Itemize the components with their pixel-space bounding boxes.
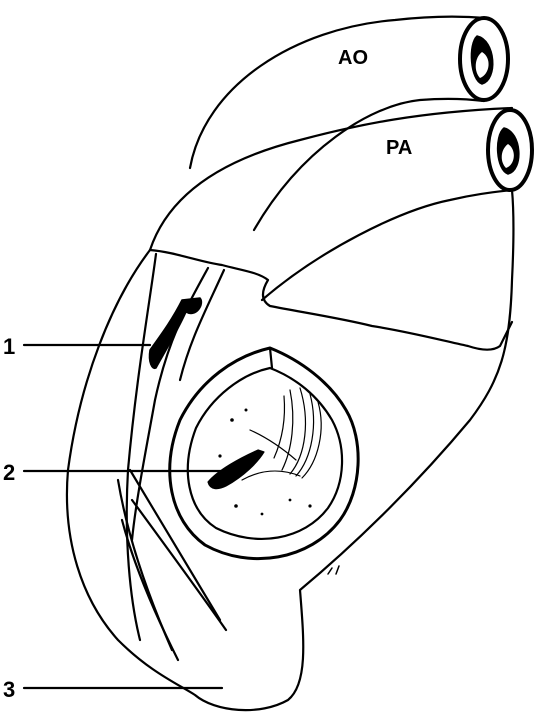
callout-label-2: 2 bbox=[3, 462, 15, 484]
ventricular-window bbox=[170, 348, 358, 559]
aorta-label: AO bbox=[338, 48, 368, 68]
callout-label-1: 1 bbox=[3, 336, 15, 358]
heart-outline bbox=[67, 190, 514, 710]
callout-label-3: 3 bbox=[3, 679, 15, 701]
cut-margin bbox=[150, 250, 512, 350]
pulmonary-artery-label: PA bbox=[386, 138, 412, 158]
septal-band bbox=[118, 254, 226, 660]
small-mark bbox=[328, 566, 339, 574]
